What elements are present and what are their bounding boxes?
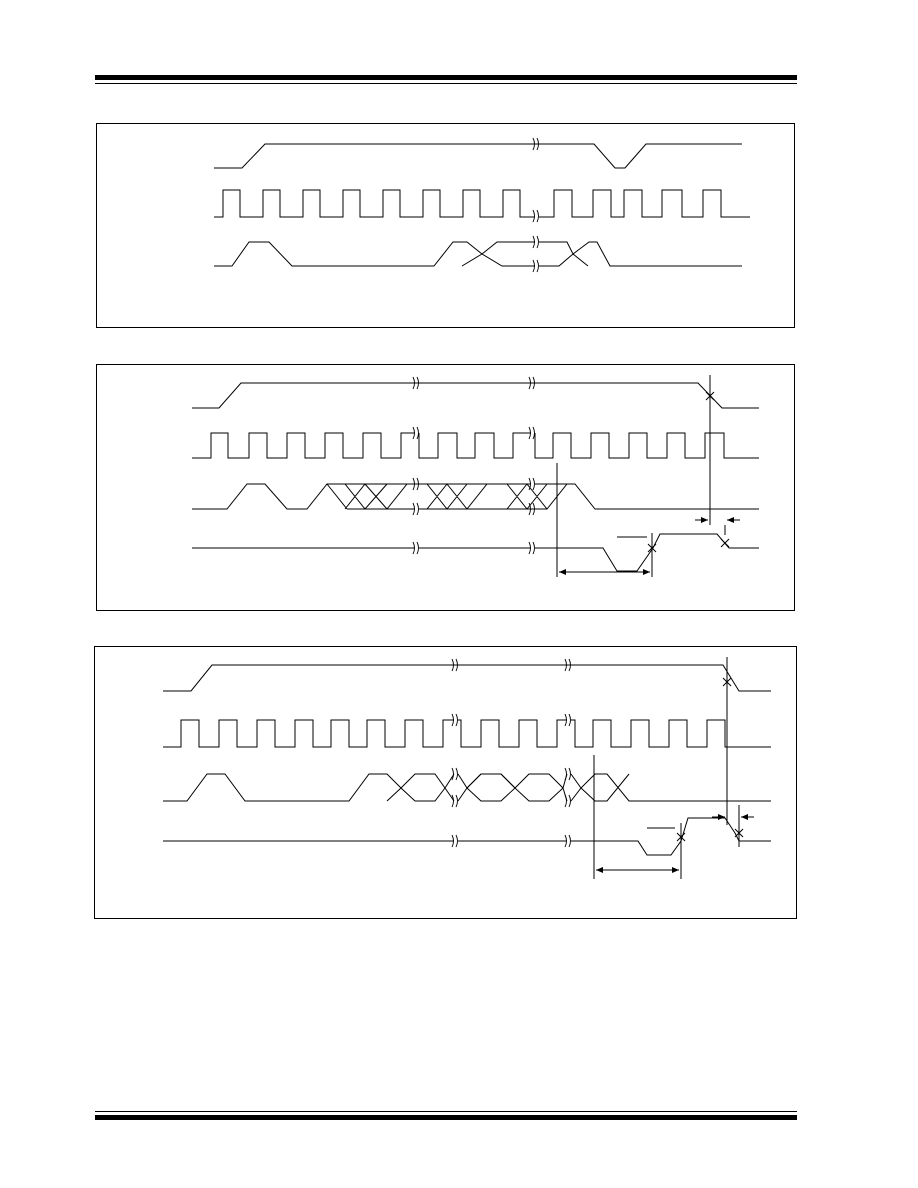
cs-waveform-end xyxy=(537,143,742,169)
header-rule-thin xyxy=(95,83,797,84)
break-mark-data-top xyxy=(532,235,539,249)
timing-diagram-2 xyxy=(96,364,795,611)
tick-dout-valid xyxy=(647,543,657,553)
cs-waveform xyxy=(192,382,759,409)
break-mark-clock xyxy=(532,209,539,223)
footer-rule-thick xyxy=(95,1115,797,1120)
break-mark-dout-1 xyxy=(451,834,458,848)
timing-diagram-2-svg xyxy=(192,375,759,577)
timing-diagram-3 xyxy=(94,646,797,919)
arrowhead-disable-left xyxy=(701,517,708,523)
data-out-waveform xyxy=(163,817,771,856)
break-mark-dout-1 xyxy=(412,541,419,555)
break-mark-data-1 xyxy=(412,477,419,516)
break-mark-data-bottom xyxy=(532,259,539,273)
break-mark-dout-2 xyxy=(564,834,571,848)
break-mark-data-1 xyxy=(451,767,458,808)
break-mark-cs-1 xyxy=(451,658,458,672)
data-waveform-cross xyxy=(461,253,589,267)
arrowhead-left xyxy=(596,867,603,873)
tick-cs-high xyxy=(722,677,732,687)
footer-rule-thin xyxy=(95,1111,797,1112)
break-mark-clock-1 xyxy=(412,426,419,440)
data-out-waveform xyxy=(192,533,759,572)
break-mark-clock-2 xyxy=(528,426,535,440)
break-mark-clock-2 xyxy=(564,713,571,727)
arrowhead-disable-right xyxy=(727,517,734,523)
break-mark-cs xyxy=(532,137,539,151)
break-mark-cs-2 xyxy=(564,658,571,672)
break-mark-data-2 xyxy=(528,477,535,516)
arrowhead-disable-left xyxy=(718,814,725,820)
break-mark-dout-2 xyxy=(528,541,535,555)
clock-waveform xyxy=(163,719,771,748)
data-in-waveform xyxy=(192,483,759,510)
tick-dout-disable xyxy=(720,538,730,548)
break-mark-cs-1 xyxy=(412,376,419,390)
data-in-upper-lines xyxy=(466,773,516,789)
timing-diagram-1 xyxy=(96,123,795,328)
clock-waveform xyxy=(192,432,759,459)
tick-dout-valid xyxy=(676,832,686,842)
timing-diagram-1-svg xyxy=(214,137,750,273)
arrowhead-right xyxy=(643,569,650,575)
cs-waveform xyxy=(163,664,771,692)
header-rule-thick xyxy=(95,75,797,80)
arrowhead-right xyxy=(672,867,679,873)
arrowhead-disable-right xyxy=(741,814,748,820)
timing-diagram-3-svg xyxy=(163,657,771,879)
data-in-waveform-lines xyxy=(327,483,567,510)
break-mark-cs-2 xyxy=(528,376,535,390)
cs-waveform xyxy=(214,143,594,169)
tick-dout-disable xyxy=(734,828,744,838)
arrowhead-left xyxy=(559,569,566,575)
break-mark-clock-1 xyxy=(451,713,458,727)
tick-cs-high xyxy=(705,391,715,401)
data-waveform xyxy=(214,241,742,267)
break-mark-data-2 xyxy=(564,767,571,808)
clock-waveform xyxy=(214,189,750,218)
